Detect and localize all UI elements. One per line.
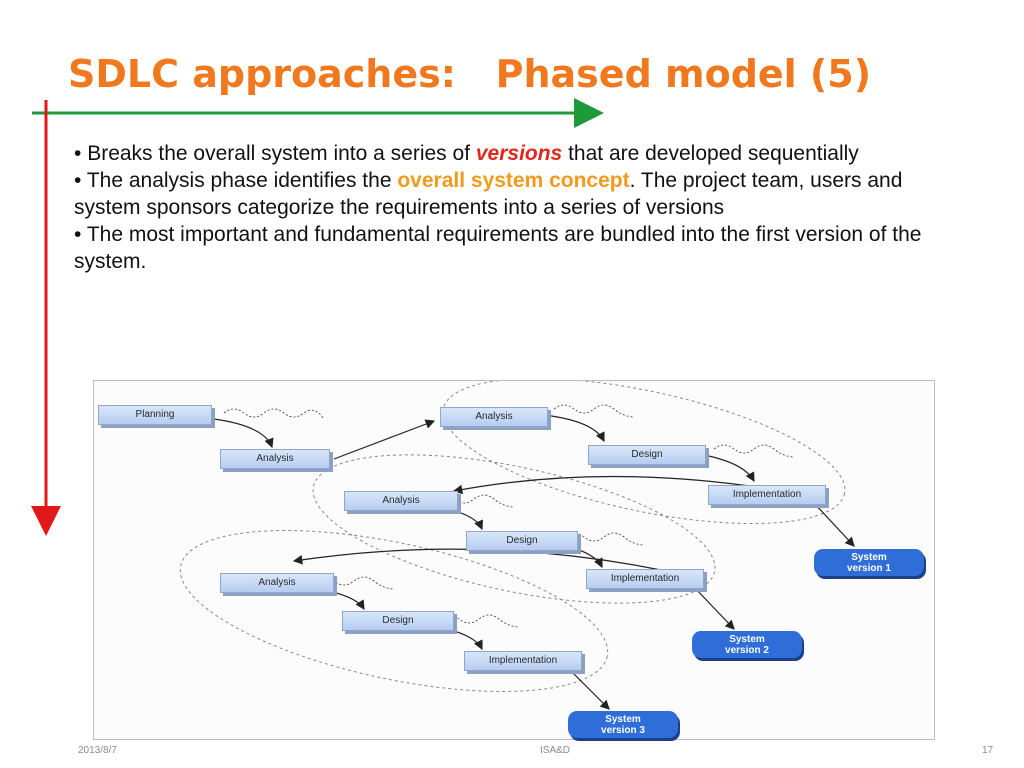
highlight-overall-system-concept: overall system concept — [397, 169, 630, 192]
analysis-box: Analysis — [220, 449, 330, 469]
v1-analysis-box: Analysis — [440, 407, 548, 427]
bullet-2: • The analysis phase identifies the over… — [74, 169, 903, 219]
footer-date: 2013/8/7 — [78, 745, 117, 756]
v2-implementation-box: Implementation — [586, 569, 704, 589]
planning-box: Planning — [98, 405, 212, 425]
footer-page-number: 17 — [982, 745, 994, 756]
v3-analysis-box: Analysis — [220, 573, 334, 593]
v2-design-box: Design — [466, 531, 578, 551]
v3-implementation-box: Implementation — [464, 651, 582, 671]
highlight-versions: versions — [475, 142, 563, 165]
version-3-group — [179, 530, 609, 692]
phased-model-diagram: Planning Analysis Analysis Design Implem… — [93, 380, 935, 740]
bullet-3: • The most important and fundamental req… — [74, 223, 922, 273]
v2-analysis-box: Analysis — [344, 491, 458, 511]
footer-center: ISA&D — [540, 745, 571, 756]
bullet-1: • Breaks the overall system into a serie… — [74, 142, 859, 165]
bullet-list: • Breaks the overall system into a serie… — [74, 140, 946, 275]
v1-design-box: Design — [588, 445, 706, 465]
v3-design-box: Design — [342, 611, 454, 631]
version-1-group — [442, 381, 846, 525]
slide-title: SDLC approaches: Phased model (5) — [68, 52, 872, 96]
diagram-connectors — [179, 381, 855, 710]
v1-implementation-box: Implementation — [708, 485, 826, 505]
